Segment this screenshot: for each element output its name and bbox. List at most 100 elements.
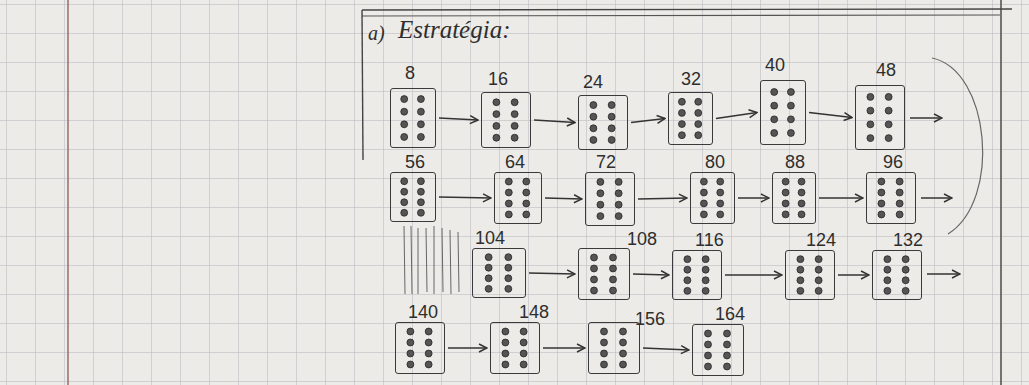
- dot: [902, 256, 909, 263]
- dot: [798, 178, 805, 185]
- dot: [520, 350, 527, 357]
- dot-pattern: [579, 96, 627, 149]
- dot: [884, 277, 891, 284]
- dot: [902, 266, 909, 273]
- dot: [615, 178, 622, 185]
- dot: [724, 341, 731, 348]
- dot: [867, 121, 874, 128]
- dot: [771, 89, 778, 96]
- dot: [502, 328, 509, 335]
- frame-line: [362, 10, 363, 160]
- dot: [702, 277, 709, 284]
- dot: [700, 211, 707, 218]
- dot: [798, 189, 805, 196]
- dot: [597, 178, 604, 185]
- dot-pattern: [867, 173, 915, 223]
- dot: [601, 361, 608, 368]
- dot: [787, 102, 794, 109]
- count-number: 124: [806, 230, 836, 250]
- dot-pattern: [579, 249, 629, 299]
- dot-card: 164: [692, 324, 744, 376]
- dot: [493, 122, 500, 129]
- dot: [724, 330, 731, 337]
- arrow: [809, 113, 852, 118]
- dot: [695, 121, 702, 128]
- count-number: 32: [681, 69, 701, 89]
- dot: [782, 200, 789, 207]
- count-number: 16: [488, 69, 508, 89]
- dot: [620, 361, 627, 368]
- dot: [678, 98, 685, 105]
- dot-pattern: [589, 323, 639, 373]
- dot: [417, 199, 424, 206]
- dot: [884, 266, 891, 273]
- dot: [620, 328, 627, 335]
- dot: [782, 178, 789, 185]
- page-edge: [1000, 0, 1002, 385]
- count-number: 56: [405, 152, 425, 172]
- count-number: 40: [765, 55, 785, 75]
- dot: [695, 109, 702, 116]
- dot: [591, 276, 598, 283]
- item-label: a): [368, 22, 385, 44]
- dot: [417, 108, 424, 115]
- dot: [717, 189, 724, 196]
- arrow: [631, 119, 665, 123]
- dot: [797, 287, 804, 294]
- dot: [505, 178, 512, 185]
- dot-pattern: [673, 251, 721, 299]
- dot: [878, 200, 885, 207]
- dot: [700, 189, 707, 196]
- dot: [597, 201, 604, 208]
- dot: [878, 178, 885, 185]
- dot: [520, 339, 527, 346]
- dot: [505, 254, 512, 261]
- dot-card: 88: [772, 172, 816, 224]
- dot: [401, 133, 408, 140]
- dot-pattern: [856, 86, 904, 149]
- dot: [601, 339, 608, 346]
- dot-pattern: [691, 173, 734, 223]
- dot: [798, 211, 805, 218]
- dot: [502, 350, 509, 357]
- arrow: [738, 197, 769, 199]
- dot: [695, 132, 702, 139]
- arrow: [439, 118, 478, 120]
- dot-pattern: [391, 89, 435, 147]
- dot: [700, 200, 707, 207]
- dot: [620, 350, 627, 357]
- dot: [724, 352, 731, 359]
- dot: [815, 256, 822, 263]
- count-number: 108: [627, 229, 657, 249]
- dot-pattern: [396, 323, 444, 373]
- arrow: [819, 197, 863, 199]
- dot: [798, 200, 805, 207]
- dot: [615, 190, 622, 197]
- dot: [615, 213, 622, 220]
- dot: [417, 133, 424, 140]
- dot: [485, 264, 492, 271]
- dot: [407, 361, 414, 368]
- arrow: [643, 348, 689, 350]
- dot: [485, 275, 492, 282]
- dot: [815, 277, 822, 284]
- dot: [896, 211, 903, 218]
- dot-pattern: [786, 251, 834, 299]
- dot: [717, 200, 724, 207]
- dot-pattern: [669, 93, 712, 144]
- dot-card: 16: [481, 92, 531, 148]
- dot: [485, 285, 492, 292]
- dot: [797, 277, 804, 284]
- dot: [493, 99, 500, 106]
- dot: [610, 254, 617, 261]
- dot: [771, 130, 778, 137]
- dot-card: 56: [390, 172, 436, 222]
- dot-card: 48: [855, 85, 905, 150]
- dot-pattern: [773, 173, 815, 223]
- dot: [797, 256, 804, 263]
- dot: [615, 201, 622, 208]
- dot-card: 132: [872, 250, 922, 300]
- dot-card: 40: [760, 80, 806, 145]
- dot: [417, 121, 424, 128]
